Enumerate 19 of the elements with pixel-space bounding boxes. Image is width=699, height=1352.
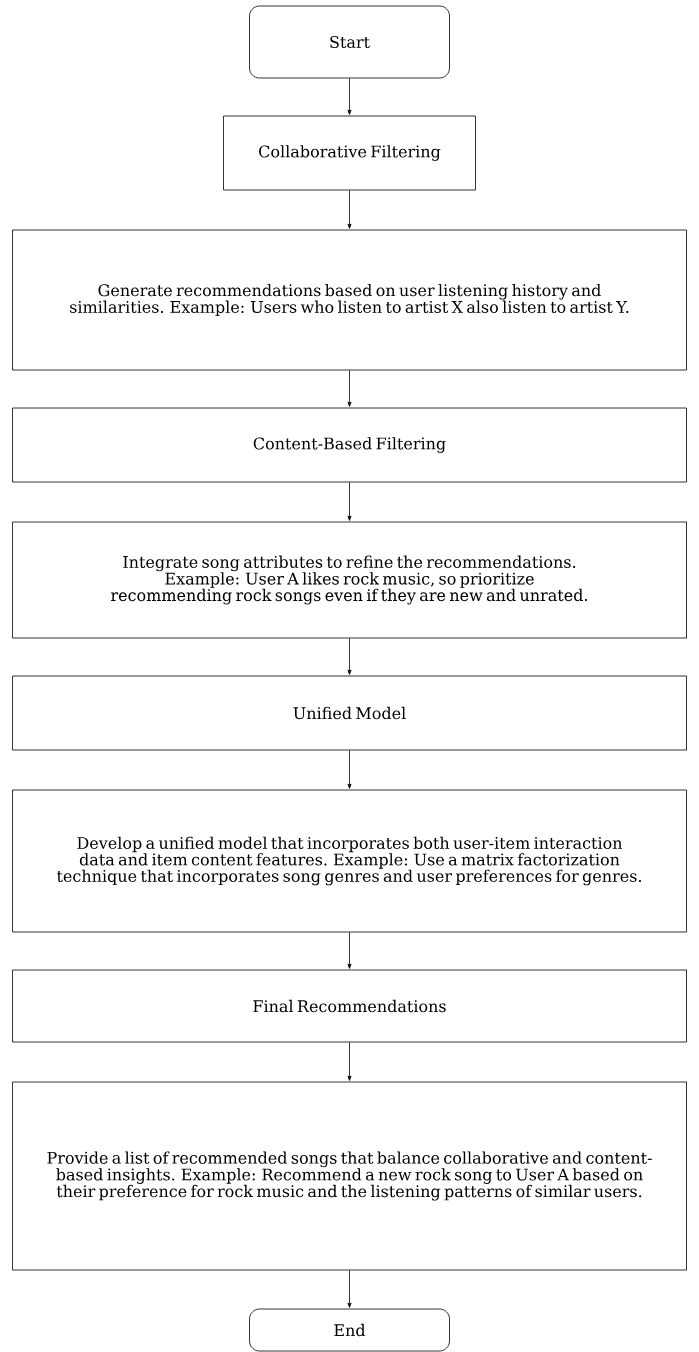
process-box: Integrate song attributes to refine the recommendations. Example: User A likes rock music, so prioritize recommending rock songs even if they are new and unrated. — [12, 521, 687, 639]
arrow — [347, 750, 352, 789]
arrow — [347, 1042, 352, 1081]
terminal-box: Start — [249, 5, 450, 79]
process-box: Develop a unified model that incorporates both user-item interaction data and item content features. Example: Use a matrix factorization technique that incorporates song genres and user preferences for genres. — [12, 789, 687, 933]
process-box: Content-Based Filtering — [12, 407, 687, 483]
arrow — [347, 638, 352, 675]
arrow — [347, 78, 352, 115]
arrow — [347, 1270, 352, 1308]
terminal-box: End — [249, 1308, 450, 1352]
process-box: Provide a list of recommended songs that balance collaborative and content-based insights. Example: Recommend a new rock song to User A based on their preference for rock music and the listening patterns of similar users. — [12, 1081, 687, 1271]
process-box: Collaborative Filtering — [223, 115, 476, 191]
process-box: Generate recommendations based on user listening history and similarities. Example: Users who listen to artist X also listen to artist Y. — [12, 229, 687, 371]
process-box: Unified Model — [12, 675, 687, 751]
arrow — [347, 190, 352, 229]
arrow — [347, 482, 352, 521]
arrow — [347, 932, 352, 969]
process-box: Final Recommendations — [12, 969, 687, 1043]
arrow — [347, 370, 352, 407]
